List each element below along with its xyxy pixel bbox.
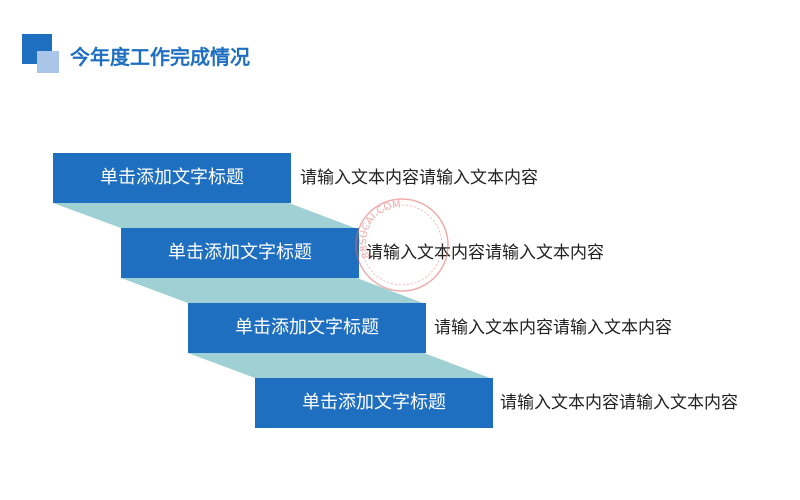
step-4-description: 请输入文本内容请输入文本内容	[500, 393, 738, 413]
svg-text:88SUCAI.COM: 88SUCAI.COM	[358, 199, 401, 260]
step-2-description: 请输入文本内容请输入文本内容	[366, 243, 604, 263]
step-4-title-button[interactable]: 单击添加文字标题	[255, 378, 493, 428]
step-1-title-button[interactable]: 单击添加文字标题	[53, 153, 291, 203]
page-title: 今年度工作完成情况	[70, 45, 250, 69]
header-accent-square-light	[37, 51, 59, 73]
watermark-text: 88SUCAI.COM	[358, 199, 401, 260]
connector-1-2	[53, 203, 355, 228]
step-3-title-button[interactable]: 单击添加文字标题	[188, 303, 426, 353]
step-3-description: 请输入文本内容请输入文本内容	[434, 318, 672, 338]
stamp-watermark-icon: 88SUCAI.COM	[355, 198, 449, 292]
step-2-title-button[interactable]: 单击添加文字标题	[121, 228, 359, 278]
step-1-description: 请输入文本内容请输入文本内容	[300, 168, 538, 188]
connector-3-4	[188, 353, 490, 378]
connector-2-3	[121, 278, 423, 303]
